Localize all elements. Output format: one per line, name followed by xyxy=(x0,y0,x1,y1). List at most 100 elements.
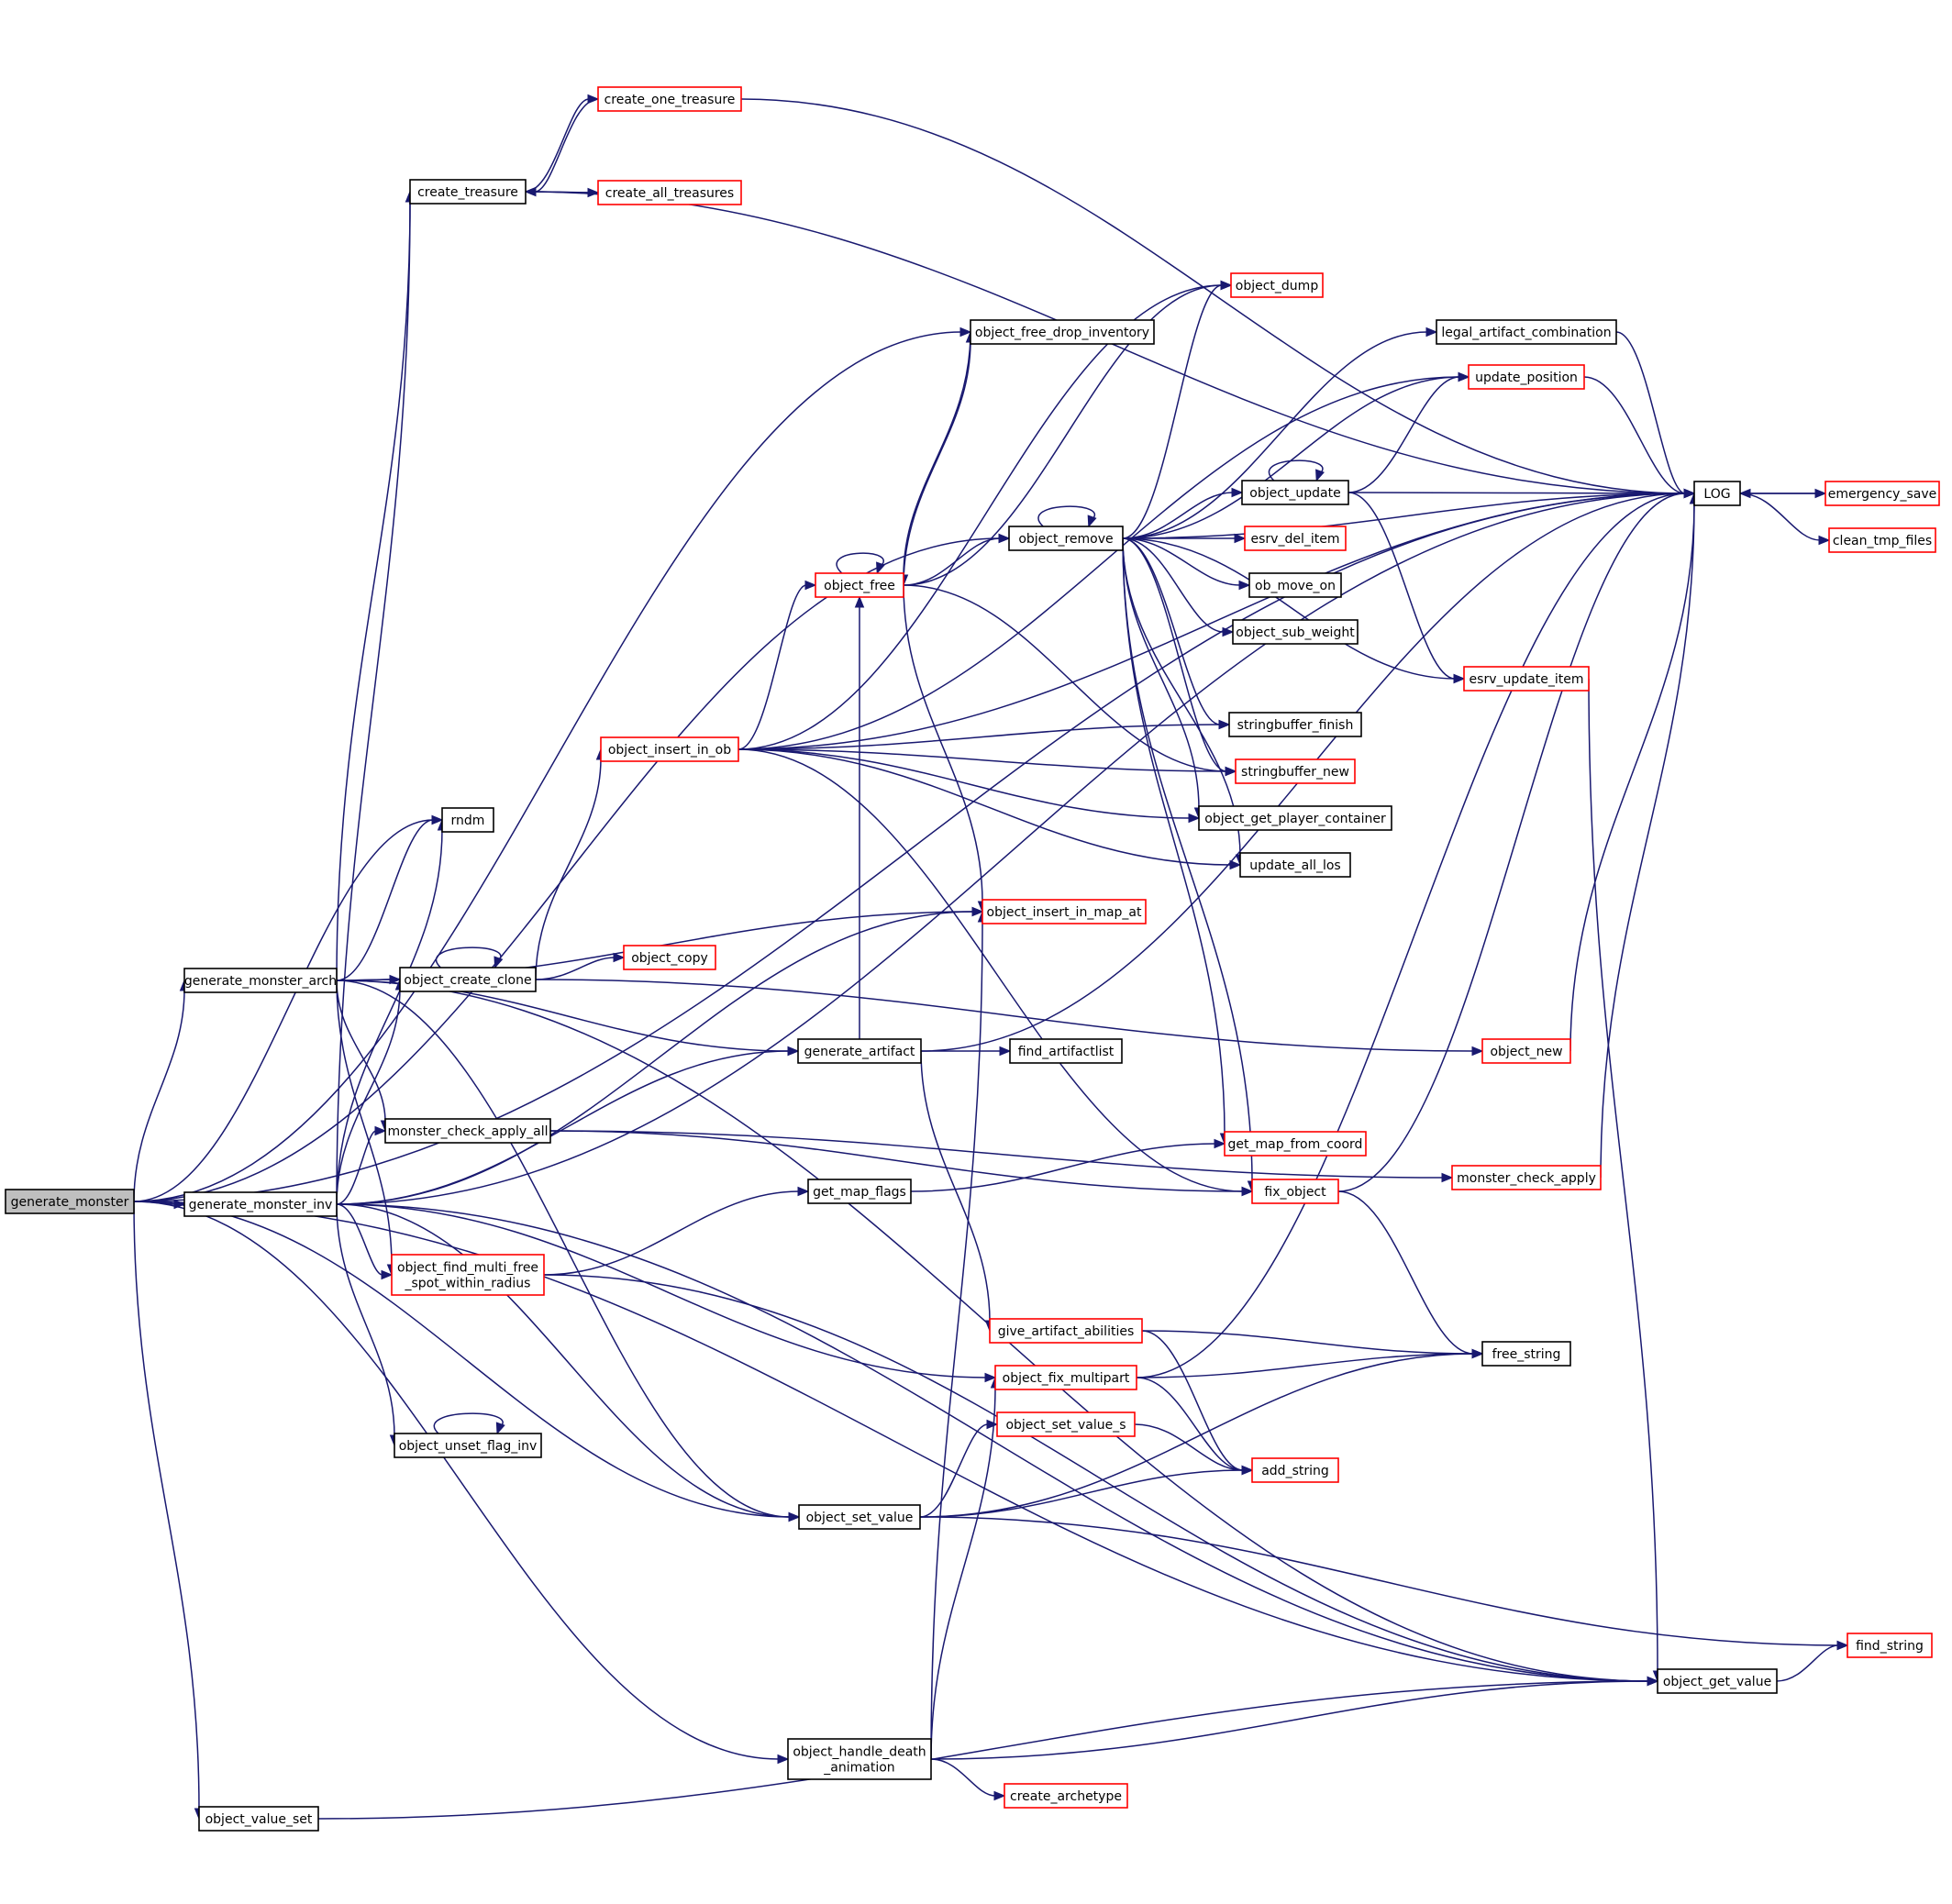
edge-line xyxy=(1122,537,1241,586)
node-box xyxy=(996,1411,1136,1437)
edge-line xyxy=(738,748,1191,819)
edge-line xyxy=(1122,331,1428,539)
node-emergency_save[interactable]: emergency_save xyxy=(1824,481,1940,506)
node-esrv_del_item[interactable]: esrv_del_item xyxy=(1244,526,1347,551)
edge-line xyxy=(133,989,185,1202)
node-find_string[interactable]: find_string xyxy=(1847,1633,1933,1658)
node-LOG[interactable]: LOG xyxy=(1693,481,1741,506)
node-object_free_drop_inventory[interactable]: object_free_drop_inventory xyxy=(970,319,1155,345)
node-label: monster_check_apply_all xyxy=(387,1124,548,1139)
edge-line xyxy=(133,1201,1649,1682)
edge-create_one_treasure-to-create_treasure xyxy=(524,98,599,197)
edge-line xyxy=(1588,678,1658,1673)
node-object_dump[interactable]: object_dump xyxy=(1230,272,1324,298)
node-monster_check_apply[interactable]: monster_check_apply xyxy=(1451,1165,1602,1190)
node-update_position[interactable]: update_position xyxy=(1468,364,1585,390)
edge-arrowhead xyxy=(1683,488,1696,499)
node-object_update[interactable]: object_update xyxy=(1241,480,1349,505)
node-object_get_player_container[interactable]: object_get_player_container xyxy=(1198,805,1392,831)
node-give_artifact_abilities[interactable]: give_artifact_abilities xyxy=(989,1318,1143,1344)
node-find_artifactlist[interactable]: find_artifactlist xyxy=(1009,1038,1123,1064)
node-object_set_value[interactable]: object_set_value xyxy=(798,1504,921,1530)
node-label: object_value_set xyxy=(205,1812,313,1827)
node-box xyxy=(1847,1633,1933,1658)
node-object_set_value_s[interactable]: object_set_value_s xyxy=(996,1411,1136,1437)
node-box xyxy=(1235,758,1356,784)
node-label: give_artifact_abilities xyxy=(998,1324,1135,1339)
node-create_one_treasure[interactable]: create_one_treasure xyxy=(597,86,742,112)
node-generate_monster_arch[interactable]: generate_monster_arch xyxy=(183,968,338,993)
edge-line xyxy=(1122,537,1225,633)
node-object_create_clone[interactable]: object_create_clone xyxy=(399,967,537,992)
node-create_all_treasures[interactable]: create_all_treasures xyxy=(597,180,742,205)
node-label: free_string xyxy=(1492,1347,1561,1362)
node-box xyxy=(1463,666,1590,692)
node-legal_artifact_combination[interactable]: legal_artifact_combination xyxy=(1436,319,1617,345)
edge-generate_monster_inv-to-object_create_clone xyxy=(336,978,405,1205)
node-fix_object[interactable]: fix_object xyxy=(1251,1179,1339,1204)
node-create_archetype[interactable]: create_archetype xyxy=(1004,1783,1128,1809)
node-clean_tmp_files[interactable]: clean_tmp_files xyxy=(1828,527,1936,553)
node-box xyxy=(384,1118,551,1144)
node-object_find_multi_free_spot_within_radius[interactable]: object_find_multi_free_spot_within_radiu… xyxy=(391,1254,545,1296)
node-stringbuffer_new[interactable]: stringbuffer_new xyxy=(1235,758,1356,784)
node-free_string[interactable]: free_string xyxy=(1481,1341,1571,1367)
node-monster_check_apply_all[interactable]: monster_check_apply_all xyxy=(384,1118,551,1144)
node-label: object_update xyxy=(1249,486,1340,501)
edge-arrowhead xyxy=(787,1046,800,1057)
node-generate_monster_inv[interactable]: generate_monster_inv xyxy=(183,1191,338,1217)
node-label: object_get_value xyxy=(1663,1675,1771,1689)
node-get_map_from_coord[interactable]: get_map_from_coord xyxy=(1224,1131,1367,1157)
edge-object_insert_in_ob-to-update_all_los xyxy=(738,748,1242,870)
node-generate_monster[interactable]: generate_monster xyxy=(5,1189,135,1214)
node-esrv_update_item[interactable]: esrv_update_item xyxy=(1463,666,1590,692)
node-add_string[interactable]: add_string xyxy=(1251,1457,1339,1483)
node-label: find_string xyxy=(1856,1639,1924,1654)
edge-generate_monster_inv-to-object_unset_flag_inv xyxy=(336,1203,400,1447)
node-label: object_set_value xyxy=(806,1511,914,1525)
edge-line xyxy=(336,988,401,1205)
node-create_treasure[interactable]: create_treasure xyxy=(409,179,527,205)
node-label: object_fix_multipart xyxy=(1003,1371,1130,1386)
node-object_value_set[interactable]: object_value_set xyxy=(198,1806,319,1832)
node-box xyxy=(807,1179,912,1204)
node-generate_artifact[interactable]: generate_artifact xyxy=(797,1038,922,1064)
node-object_insert_in_map_at[interactable]: object_insert_in_map_at xyxy=(982,899,1147,924)
node-object_sub_weight[interactable]: object_sub_weight xyxy=(1232,619,1359,645)
edge-line xyxy=(535,979,1474,1052)
node-label: object_new xyxy=(1490,1045,1562,1059)
node-stringbuffer_finish[interactable]: stringbuffer_finish xyxy=(1228,712,1362,737)
edge-object_free-to-object_free xyxy=(836,552,885,575)
node-ob_move_on[interactable]: ob_move_on xyxy=(1248,572,1342,598)
node-object_unset_flag_inv[interactable]: object_unset_flag_inv xyxy=(394,1433,542,1458)
edge-arrowhead xyxy=(1453,673,1466,684)
node-update_all_los[interactable]: update_all_los xyxy=(1239,852,1351,878)
node-box xyxy=(399,967,537,992)
edge-line xyxy=(738,748,1244,1192)
edge-arrowhead xyxy=(1234,533,1247,544)
edge-line xyxy=(738,748,1227,772)
node-object_free[interactable]: object_free xyxy=(815,572,904,598)
edge-arrowhead xyxy=(1818,535,1831,546)
node-get_map_flags[interactable]: get_map_flags xyxy=(807,1179,912,1204)
node-object_new[interactable]: object_new xyxy=(1481,1038,1571,1064)
node-rndm[interactable]: rndm xyxy=(441,807,494,833)
node-label: stringbuffer_finish xyxy=(1237,718,1354,733)
edge-object_fix_multipart-to-free_string xyxy=(1136,1348,1484,1378)
edge-object_update-to-LOG xyxy=(1348,488,1696,499)
node-object_handle_death_animation[interactable]: object_handle_death_animation xyxy=(787,1738,932,1780)
node-label: object_remove xyxy=(1018,532,1113,547)
edge-line xyxy=(1268,459,1324,482)
node-object_insert_in_ob[interactable]: object_insert_in_ob xyxy=(600,736,739,762)
node-label: esrv_update_item xyxy=(1470,672,1584,687)
node-box xyxy=(1251,1457,1339,1483)
edge-line xyxy=(133,819,434,1202)
node-box xyxy=(409,179,527,205)
node-box xyxy=(1009,1038,1123,1064)
node-object_copy[interactable]: object_copy xyxy=(623,945,716,970)
edge-object_insert_in_ob-to-stringbuffer_finish xyxy=(738,719,1231,750)
edge-arrowhead xyxy=(431,814,444,825)
node-object_get_value[interactable]: object_get_value xyxy=(1657,1668,1778,1694)
node-object_fix_multipart[interactable]: object_fix_multipart xyxy=(994,1365,1137,1390)
node-object_remove[interactable]: object_remove xyxy=(1008,526,1124,551)
